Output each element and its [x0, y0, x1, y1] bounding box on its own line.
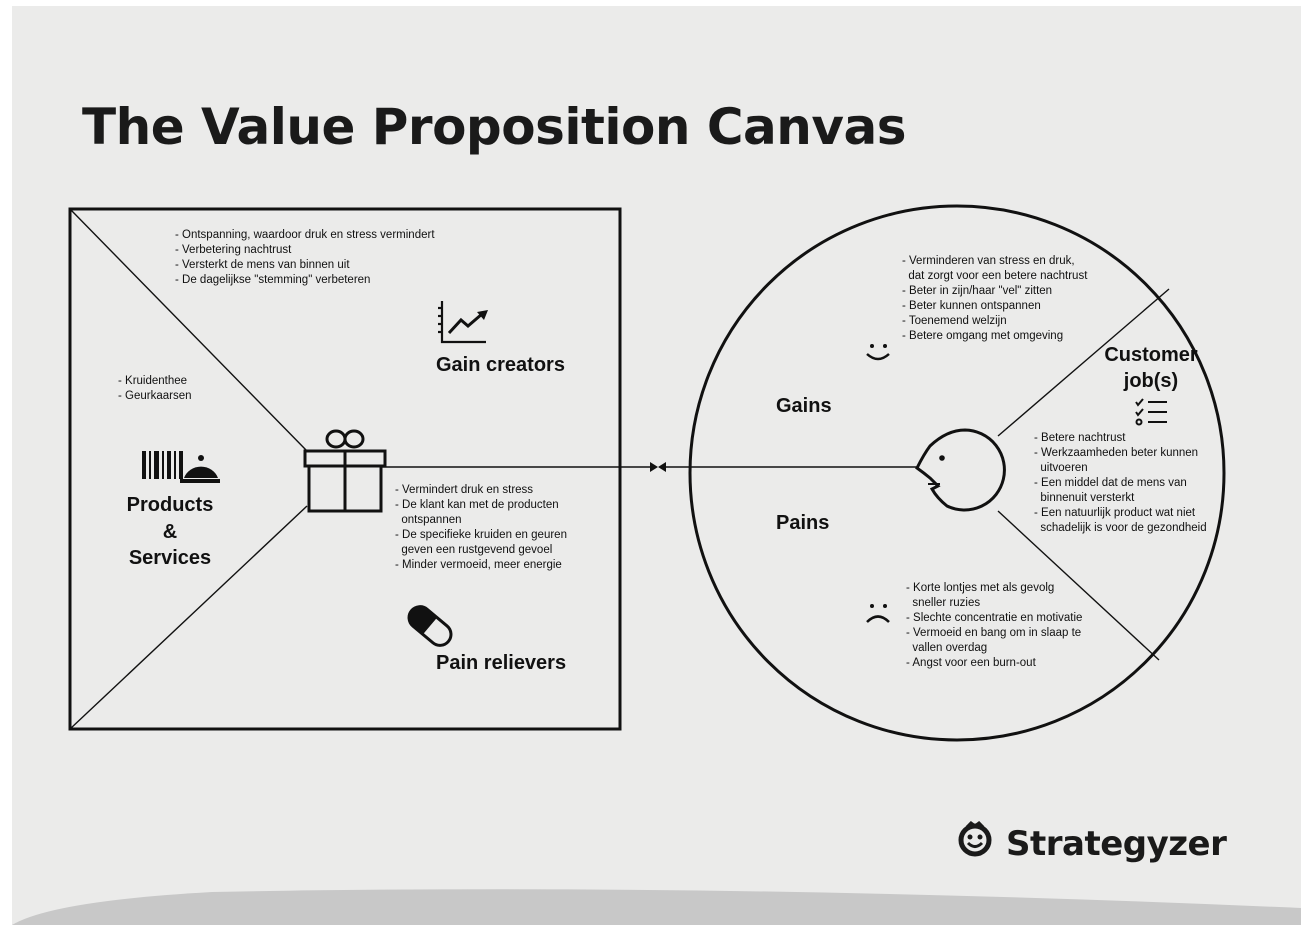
canvas-diagram — [12, 204, 1301, 925]
gain-creators-label: Gain creators — [436, 354, 565, 376]
fit-arrows — [620, 462, 917, 472]
gains-list: - Verminderen van stress en druk, dat zo… — [902, 255, 1088, 342]
customer-profile-circle — [688, 204, 1226, 742]
pill-icon — [407, 605, 453, 647]
barcode-cloche-icon — [142, 451, 220, 483]
strategyzer-logo-icon — [958, 821, 992, 857]
pains-list: - Korte lontjes met als gevolg sneller r… — [906, 582, 1083, 669]
checklist-icon — [1135, 398, 1167, 426]
strategyzer-logo: Strategyzer — [970, 824, 1227, 864]
footer-wave — [12, 889, 1301, 925]
canvas-sheet: The Value Proposition Canvas — [12, 6, 1301, 925]
page-title: The Value Proposition Canvas — [82, 98, 907, 156]
strategyzer-logo-text: Strategyzer — [1006, 824, 1227, 864]
face-profile-icon — [915, 428, 1006, 512]
gains-label: Gains — [776, 395, 832, 417]
products-services-list: - Kruidenthee - Geurkaarsen — [118, 375, 192, 402]
products-services-label: Products & Services — [126, 494, 214, 569]
frown-icon — [866, 604, 890, 623]
pain-relievers-label: Pain relievers — [436, 652, 567, 674]
gift-icon — [303, 429, 387, 513]
customer-jobs-list: - Betere nachtrust - Werkzaamheden beter… — [1034, 432, 1207, 534]
pain-relievers-list: - Vermindert druk en stress - De klant k… — [395, 484, 567, 571]
pains-label: Pains — [776, 512, 830, 534]
smiley-icon — [866, 344, 890, 361]
gain-creators-list: - Ontspanning, waardoor druk en stress v… — [175, 229, 435, 286]
value-map-square — [68, 207, 622, 731]
customer-jobs-label: Customer job(s) — [1104, 344, 1198, 392]
rising-chart-icon — [438, 301, 488, 344]
